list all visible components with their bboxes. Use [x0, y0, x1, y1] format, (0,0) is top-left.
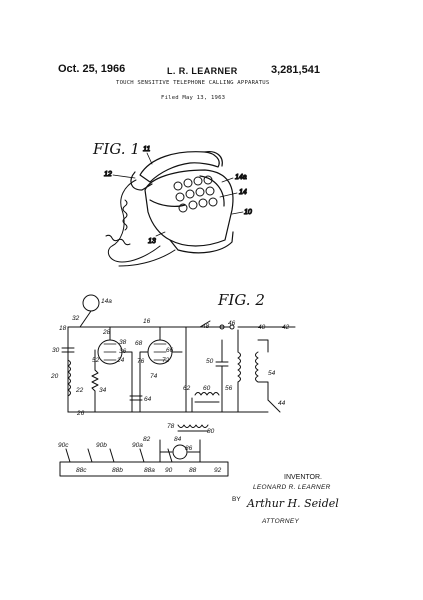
ref-24: 24 [116, 357, 125, 364]
ref-46: 46 [228, 320, 236, 327]
ref-82: 82 [143, 436, 151, 443]
ref-13: 13 [148, 238, 156, 245]
fig1-label: FIG. 1 [93, 140, 140, 158]
ref-92: 92 [214, 467, 222, 474]
ref-16: 16 [143, 318, 151, 325]
ref-66: 66 [166, 347, 174, 354]
keypad [173, 175, 218, 213]
attorney-signature: Arthur H. Seidel [247, 497, 339, 510]
ref-20: 20 [50, 373, 59, 380]
ref-76: 76 [137, 358, 145, 365]
ref-50: 50 [206, 358, 214, 365]
tube-86 [172, 444, 188, 460]
ref-28: 28 [102, 329, 111, 336]
ref-14a-fig2: 14a [101, 298, 112, 305]
ref-90b: 90b [96, 442, 107, 449]
ref-90c: 90c [58, 442, 69, 449]
ref-56: 56 [225, 385, 233, 392]
ref-80: 80 [207, 428, 215, 435]
ref-52: 52 [92, 357, 100, 364]
ref-26: 26 [76, 410, 85, 417]
ref-90: 90 [165, 467, 173, 474]
coiled-cord [105, 179, 176, 267]
ref-62: 62 [183, 385, 191, 392]
ref-11: 11 [143, 146, 150, 153]
ref-88: 88 [189, 467, 197, 474]
ref-88b: 88b [112, 467, 123, 474]
ref-88a: 88a [144, 467, 155, 474]
ref-90a: 90a [132, 442, 143, 449]
ref-64: 64 [144, 396, 152, 403]
ref-36: 36 [119, 348, 127, 355]
ref-54: 54 [268, 370, 276, 377]
ref-22: 22 [75, 387, 84, 394]
patent-title: TOUCH SENSITIVE TELEPHONE CALLING APPARA… [116, 80, 270, 86]
ref-84: 84 [174, 436, 182, 443]
ref-18: 18 [59, 325, 67, 332]
handset [130, 151, 223, 191]
ref-14: 14 [239, 189, 247, 196]
ref-44: 44 [278, 400, 286, 407]
ref-48: 48 [202, 323, 210, 330]
ref-68: 68 [135, 340, 143, 347]
touch-plate [82, 294, 100, 312]
ref-40: 40 [258, 324, 266, 331]
ref-30: 30 [52, 347, 60, 354]
by-label: BY [232, 496, 241, 503]
inventor-name: LEONARD R. LEARNER [253, 484, 331, 491]
ref-10: 10 [244, 209, 252, 216]
ref-86: 86 [185, 445, 193, 452]
telephone-body [144, 169, 234, 254]
ref-14a: 14a [235, 174, 247, 181]
attorney-caption: ATTORNEY [262, 518, 300, 525]
patent-date: Oct. 25, 1966 [58, 63, 126, 75]
ref-74: 74 [150, 373, 158, 380]
filed-date: Filed May 13, 1963 [161, 95, 226, 101]
inventor-header: L. R. LEARNER [167, 66, 238, 76]
ref-60: 60 [203, 385, 211, 392]
ref-32: 32 [72, 315, 80, 322]
ref-72: 72 [162, 357, 170, 364]
ref-12: 12 [104, 171, 112, 178]
ref-34: 34 [99, 387, 107, 394]
ref-38: 38 [119, 339, 127, 346]
inventor-caption: INVENTOR. [284, 474, 322, 481]
ref-42: 42 [282, 324, 290, 331]
fig2-label: FIG. 2 [218, 291, 265, 309]
patent-number: 3,281,541 [271, 64, 320, 76]
ref-78: 78 [167, 423, 175, 430]
ref-88c: 88c [76, 467, 87, 474]
